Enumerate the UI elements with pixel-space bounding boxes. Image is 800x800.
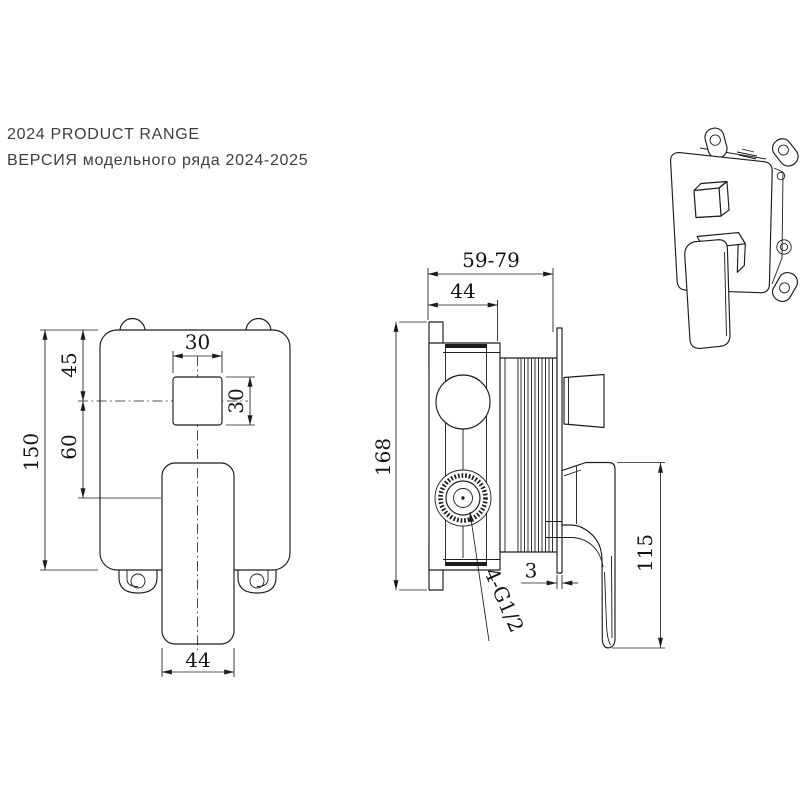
front-handle: [161, 462, 235, 645]
iso-diverter-knob: [693, 180, 730, 219]
front-view: 150 45 60 30 30: [19, 317, 291, 677]
dim-overall-height: 168: [371, 321, 427, 591]
front-diverter-knob: [172, 376, 223, 426]
side-diverter-knob: [563, 373, 605, 429]
ribbed-sleeve: [499, 357, 558, 553]
dim-text-45: 45: [57, 352, 81, 377]
dim-body-depth: 44: [427, 279, 498, 341]
dim-knob-height: 30: [224, 376, 255, 426]
dim-text-30-height: 30: [224, 388, 248, 413]
front-bottom-ear-right: [237, 568, 277, 594]
ear-hole-icon: [249, 573, 265, 589]
iso-handle: [684, 232, 746, 349]
side-handle: [545, 461, 616, 649]
side-view: 59-79 44 168 3: [371, 248, 665, 649]
ear-hole-icon: [130, 573, 146, 589]
cartridge-circle: [435, 374, 491, 430]
dim-text-115: 115: [633, 534, 657, 572]
ear-hole-icon: [779, 282, 790, 294]
side-wall-plate: [556, 327, 563, 574]
dim-text-3: 3: [525, 559, 538, 583]
front-bottom-ear-left: [118, 568, 158, 594]
dim-plate-height: 150: [19, 329, 98, 571]
iso-handle-lever: [684, 239, 731, 349]
dim-depth-range: 59-79: [427, 248, 554, 332]
dim-text-44-side: 44: [450, 279, 475, 303]
dim-handle-length: 115: [612, 462, 665, 649]
inlet-port: [434, 469, 492, 527]
side-seal-bottom: [445, 562, 487, 566]
iso-ear-top-center: [704, 127, 728, 159]
dim-text-44-front: 44: [185, 648, 210, 672]
dim-text-60: 60: [57, 434, 81, 459]
page-header: 2024 PRODUCT RANGE ВЕРСИЯ модельного ряд…: [7, 122, 308, 174]
dim-knob-offsets: 45 60: [57, 329, 161, 499]
iso-screw-icon: [776, 171, 786, 181]
iso-side-port-icon: [776, 239, 792, 255]
dim-text-150: 150: [19, 433, 43, 471]
dim-text-30-width: 30: [185, 330, 210, 354]
header-line-product-range: 2024 PRODUCT RANGE: [7, 126, 200, 143]
front-top-ear-left: [119, 317, 146, 332]
dim-plate-thickness: 3: [521, 559, 578, 589]
ear-hole-icon: [709, 134, 721, 146]
dim-handle-width: 44: [161, 648, 235, 677]
iso-view: [670, 127, 799, 349]
dim-text-59-79: 59-79: [462, 248, 520, 272]
iso-ear-bottom-right: [771, 271, 799, 303]
dim-knob-width: 30: [172, 330, 223, 373]
ear-hole-icon: [778, 144, 789, 156]
header-line-model-range: ВЕРСИЯ модельного ряда 2024-2025: [7, 152, 309, 169]
dim-text-168: 168: [371, 438, 395, 476]
iso-box-side: [771, 167, 784, 285]
side-seal-top: [445, 344, 487, 348]
front-top-ear-right: [245, 317, 272, 332]
iso-ear-top-right: [771, 138, 799, 167]
